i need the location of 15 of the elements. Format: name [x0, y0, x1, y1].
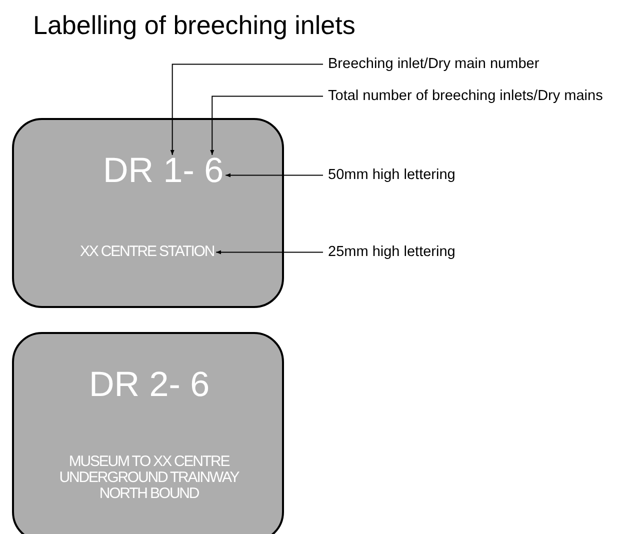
sign-location-text: XX CENTRE STATION: [80, 244, 214, 260]
sign-location-text: MUSEUM TO XX CENTRE UNDERGROUND TRAINWAY NORTH BOUND: [54, 454, 244, 502]
annotation-label: Breeching inlet/Dry main number: [328, 57, 540, 72]
leader-line: [170, 64, 324, 156]
annotation-label: 50mm high lettering: [328, 168, 456, 182]
sign-panel: [12, 118, 284, 308]
sign-number: DR 1- 6: [103, 153, 224, 188]
diagram-title: Labelling of breeching inlets: [33, 12, 356, 38]
leader-line: [216, 250, 324, 254]
sign-number: DR 2- 6: [89, 367, 210, 402]
annotation-label: 25mm high lettering: [328, 245, 456, 260]
sign-panel: [12, 332, 284, 534]
leader-line: [225, 173, 324, 178]
annotation-label: Total number of breeching inlets/Dry mains: [328, 89, 603, 104]
leader-line: [210, 96, 324, 156]
